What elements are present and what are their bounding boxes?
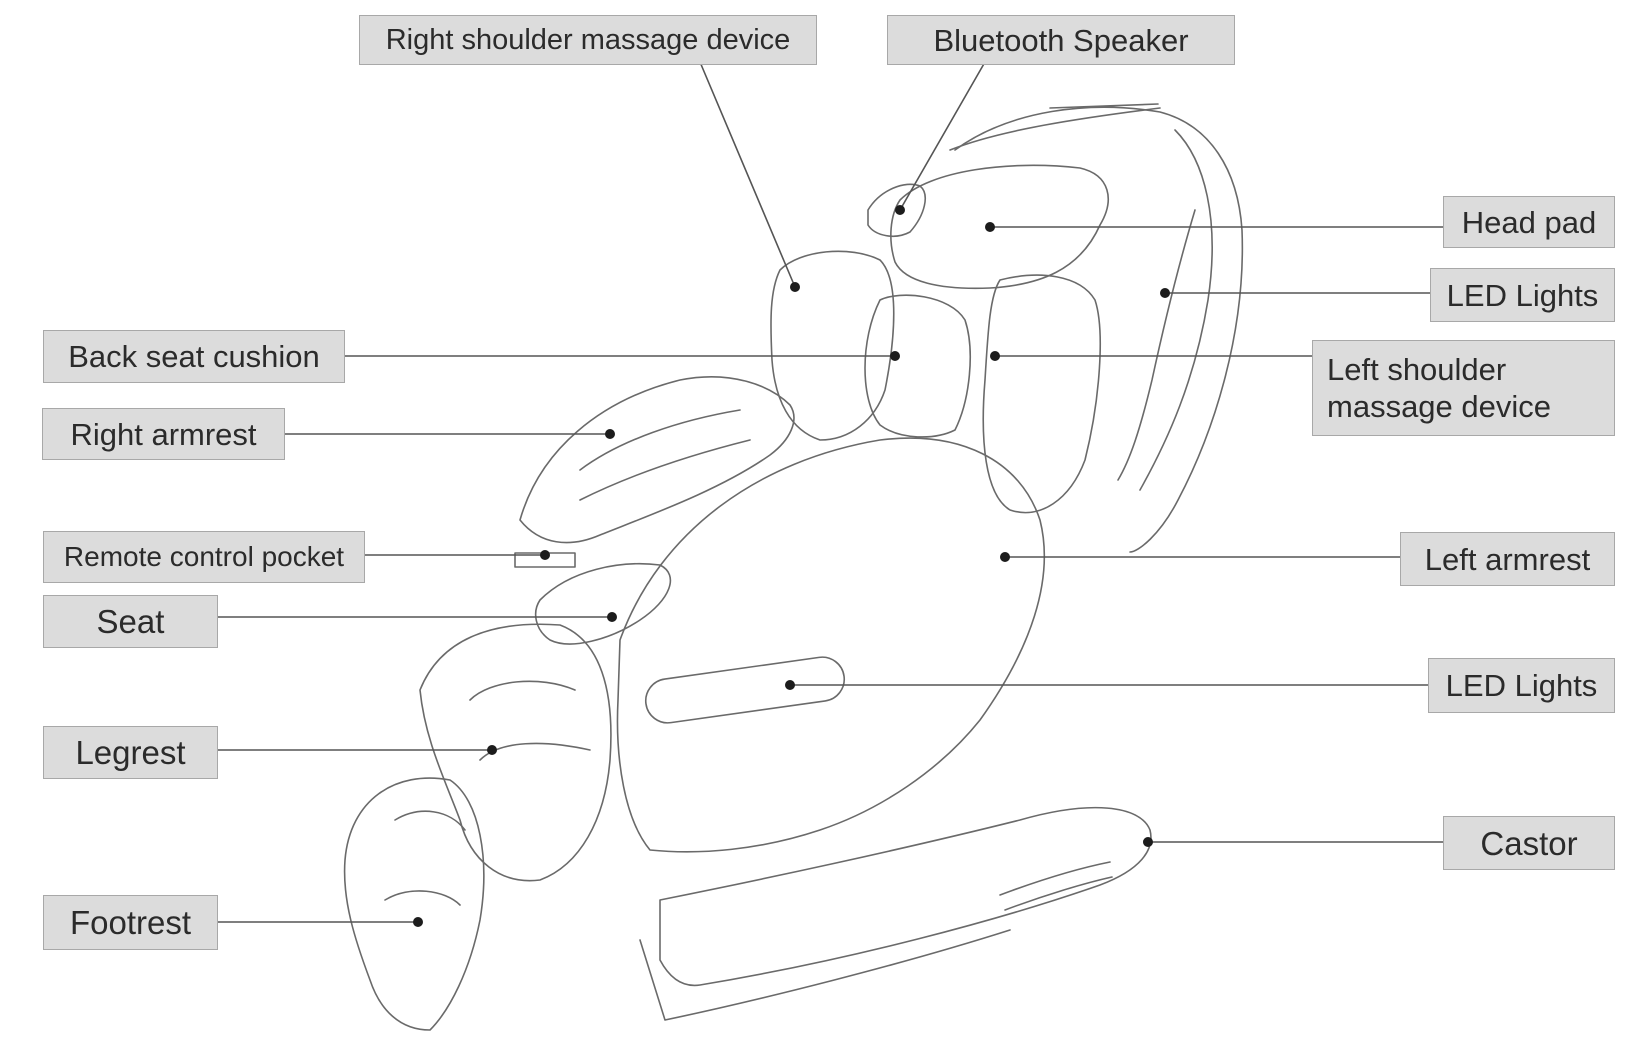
dot-led-bottom xyxy=(785,680,795,690)
label-seat-text: Seat xyxy=(97,605,165,638)
dot-right-armrest xyxy=(605,429,615,439)
right-armrest-shape xyxy=(520,377,794,543)
label-right-shoulder-text: Right shoulder massage device xyxy=(386,26,791,55)
legrest-shape xyxy=(420,624,611,880)
right-shoulder-pod xyxy=(771,251,894,440)
dot-right-shoulder xyxy=(790,282,800,292)
left-shoulder-pad xyxy=(983,275,1100,512)
label-led-bottom-text: LED Lights xyxy=(1446,670,1598,701)
dot-led-top xyxy=(1160,288,1170,298)
leader-lines xyxy=(218,62,1443,922)
label-right-armrest-text: Right armrest xyxy=(70,419,256,450)
label-left-shoulder-massage-device: Left shoulder massage device xyxy=(1312,340,1615,436)
label-left-shoulder-text-line1: Left shoulder xyxy=(1327,351,1506,388)
footrest-shape xyxy=(345,778,484,1030)
label-left-armrest: Left armrest xyxy=(1400,532,1615,586)
label-castor: Castor xyxy=(1443,816,1615,870)
left-armrest-led-oval xyxy=(643,654,847,725)
label-led-lights-top: LED Lights xyxy=(1430,268,1615,322)
label-remote-control-pocket: Remote control pocket xyxy=(43,531,365,583)
label-back-cushion-text: Back seat cushion xyxy=(68,341,320,372)
footrest-inner xyxy=(385,811,465,905)
base-lower-line xyxy=(640,930,1010,1020)
label-head-pad-text: Head pad xyxy=(1462,207,1596,238)
massage-chair-drawing xyxy=(345,104,1243,1030)
base-shape xyxy=(660,808,1151,986)
dot-back-cushion xyxy=(890,351,900,361)
label-led-lights-bottom: LED Lights xyxy=(1428,658,1615,713)
label-footrest: Footrest xyxy=(43,895,218,950)
label-back-seat-cushion: Back seat cushion xyxy=(43,330,345,383)
label-seat: Seat xyxy=(43,595,218,648)
dot-seat xyxy=(607,612,617,622)
label-castor-text: Castor xyxy=(1480,827,1577,860)
leader-right-shoulder xyxy=(700,62,795,287)
back-seat-cushion-shape xyxy=(865,295,970,437)
label-bluetooth-text: Bluetooth Speaker xyxy=(933,25,1188,56)
dot-left-shoulder xyxy=(990,351,1000,361)
label-left-shoulder-text-line2: massage device xyxy=(1327,388,1551,425)
dot-bluetooth xyxy=(895,205,905,215)
left-side-inner-strip xyxy=(1140,130,1212,490)
label-bluetooth-speaker: Bluetooth Speaker xyxy=(887,15,1235,65)
left-armrest-panel xyxy=(617,438,1044,852)
label-led-top-text: LED Lights xyxy=(1447,280,1599,311)
dot-footrest xyxy=(413,917,423,927)
right-armrest-inner xyxy=(580,410,750,500)
backrest-outer-shell xyxy=(955,107,1242,552)
dot-castor xyxy=(1143,837,1153,847)
label-right-shoulder-massage-device: Right shoulder massage device xyxy=(359,15,817,65)
label-right-armrest: Right armrest xyxy=(42,408,285,460)
seat-shape xyxy=(536,564,671,644)
label-remote-pocket-text: Remote control pocket xyxy=(64,543,344,571)
label-legrest: Legrest xyxy=(43,726,218,779)
dot-head-pad xyxy=(985,222,995,232)
callout-dots xyxy=(413,205,1170,927)
leader-bluetooth xyxy=(900,62,985,210)
label-footrest-text: Footrest xyxy=(70,906,191,939)
left-side-led-strip xyxy=(1118,210,1195,480)
label-head-pad: Head pad xyxy=(1443,196,1615,248)
label-legrest-text: Legrest xyxy=(75,736,185,769)
dot-remote-pocket xyxy=(540,550,550,560)
dot-legrest xyxy=(487,745,497,755)
dot-left-armrest xyxy=(1000,552,1010,562)
label-left-armrest-text: Left armrest xyxy=(1425,544,1590,575)
